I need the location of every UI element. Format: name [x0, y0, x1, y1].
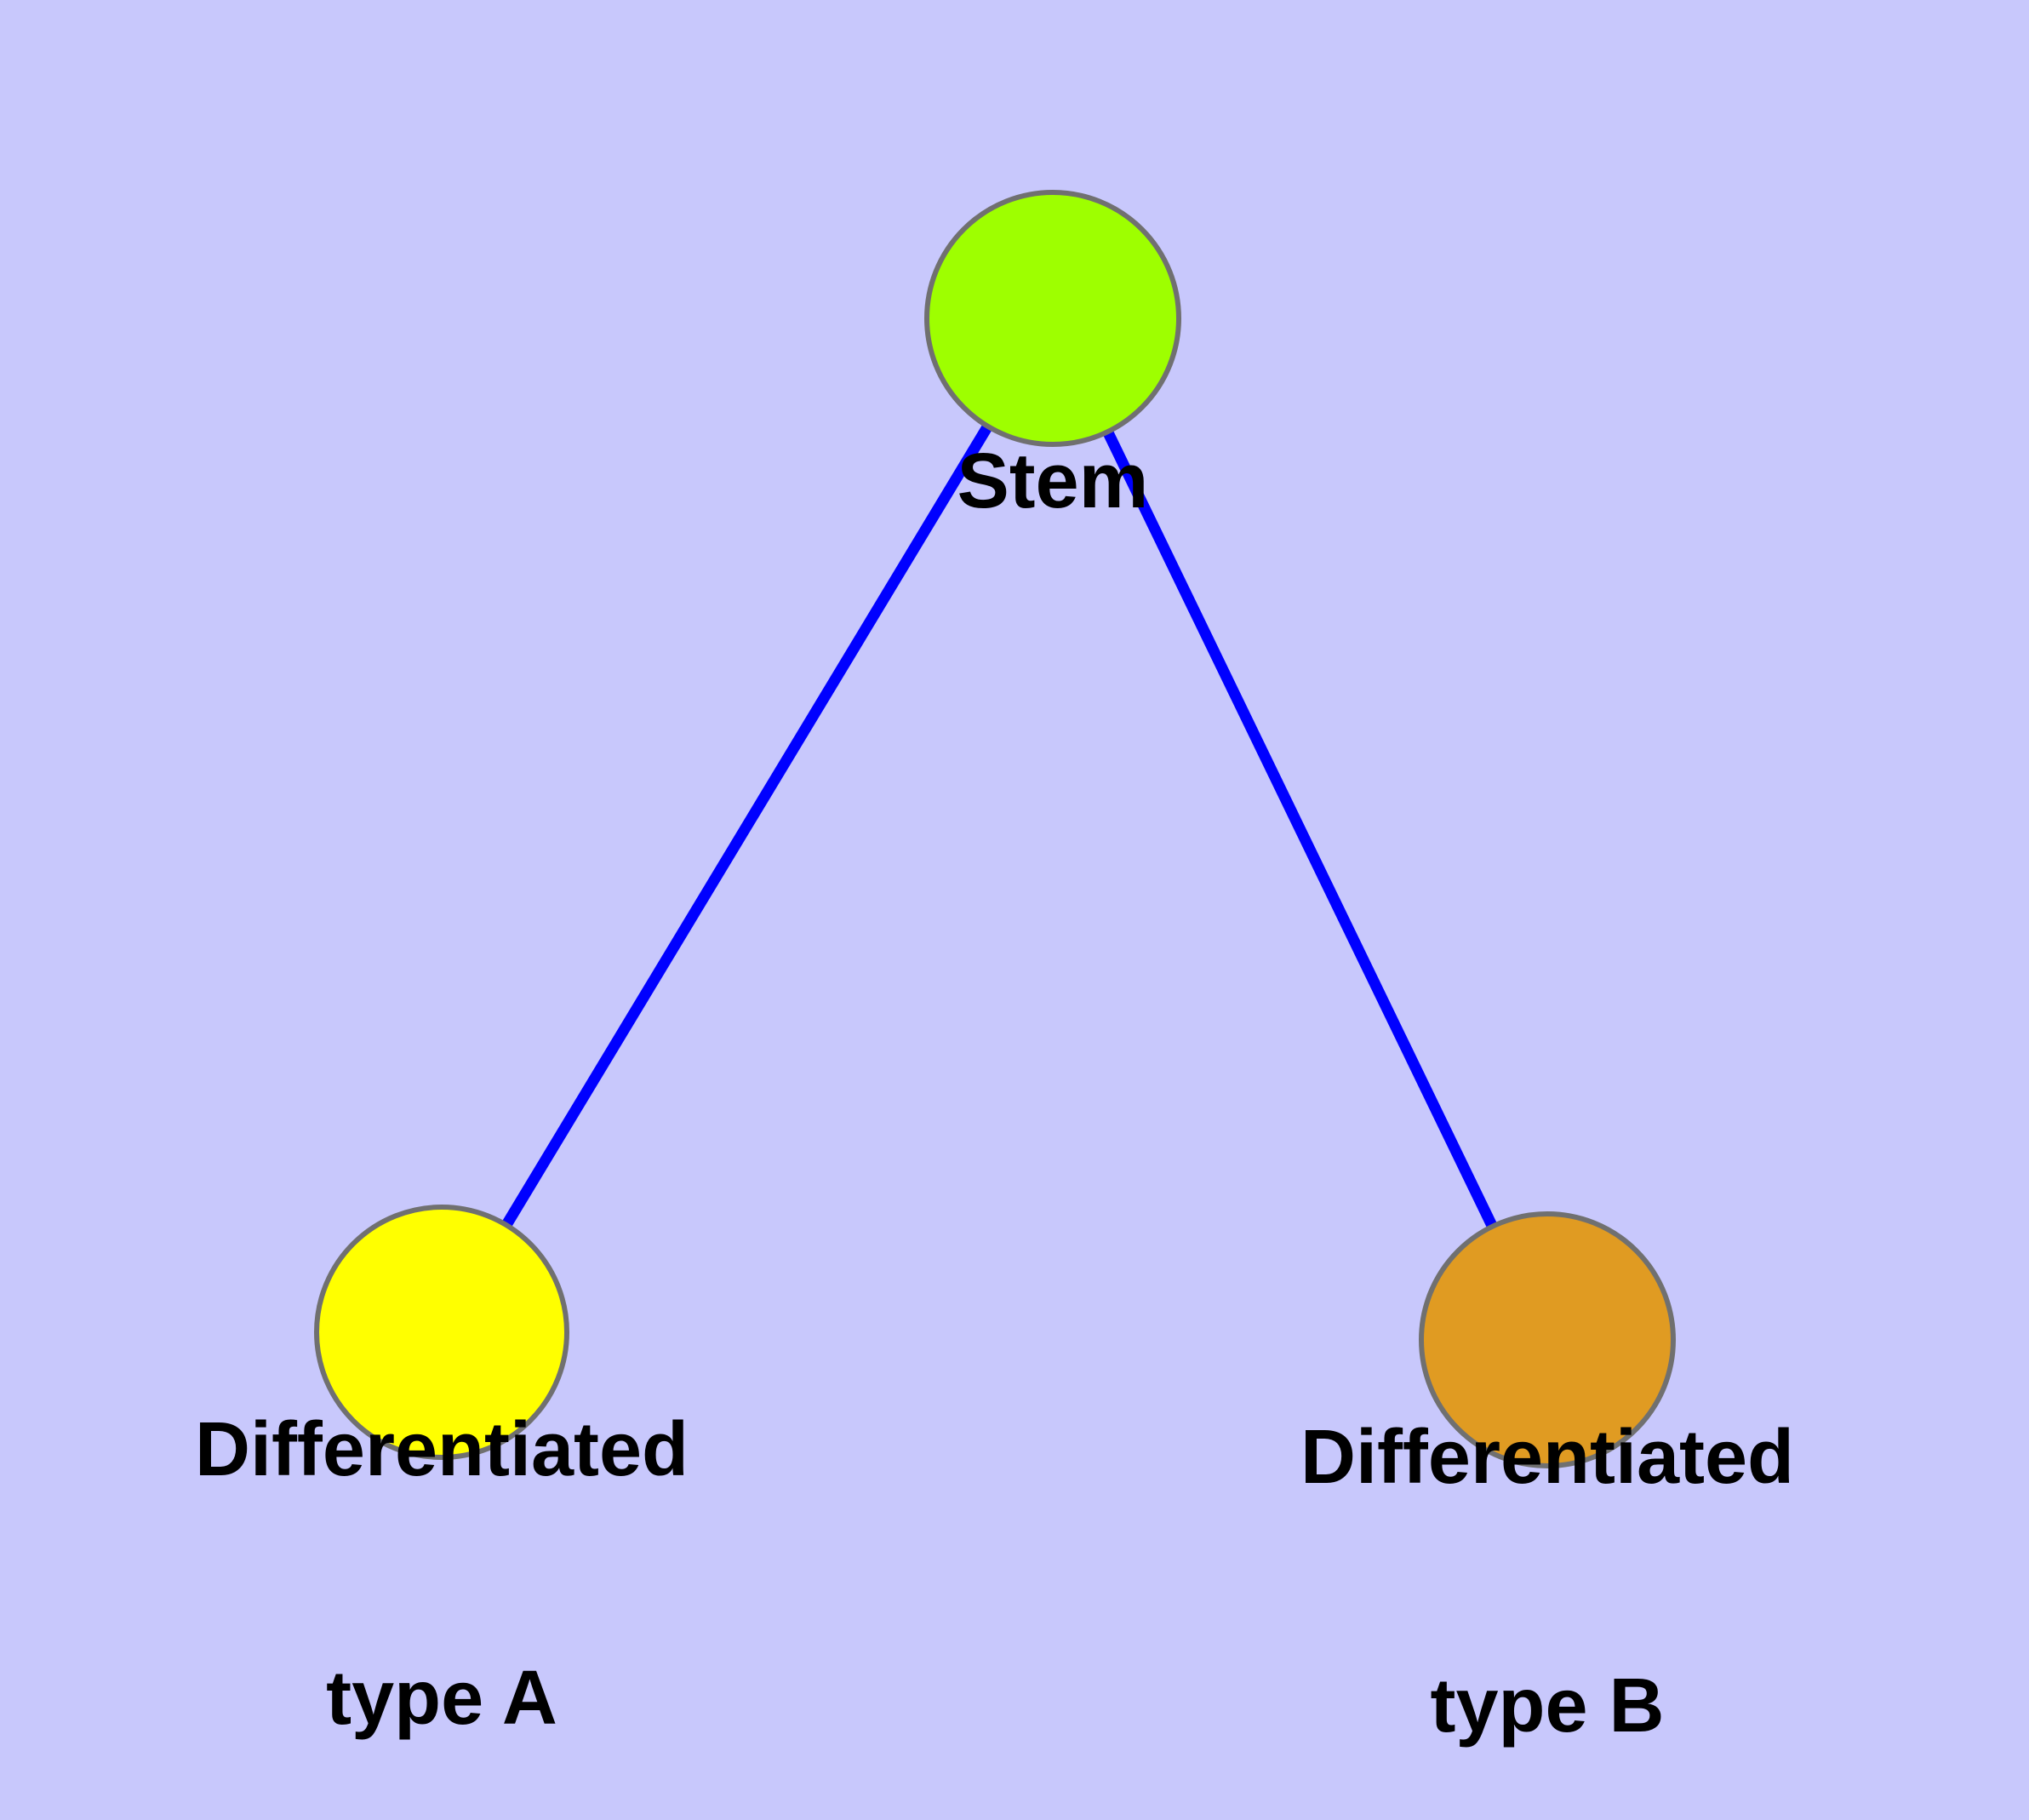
edge-stem-to-differentiated-type-b[interactable] — [1048, 316, 1552, 1342]
edge-stem-to-differentiated-type-a[interactable] — [437, 315, 1058, 1336]
node-stem[interactable] — [924, 190, 1181, 447]
node-differentiated-type-a[interactable] — [314, 1205, 569, 1460]
edge-layer — [437, 315, 1552, 1342]
node-layer — [314, 190, 1676, 1468]
node-differentiated-type-b[interactable] — [1419, 1211, 1676, 1468]
